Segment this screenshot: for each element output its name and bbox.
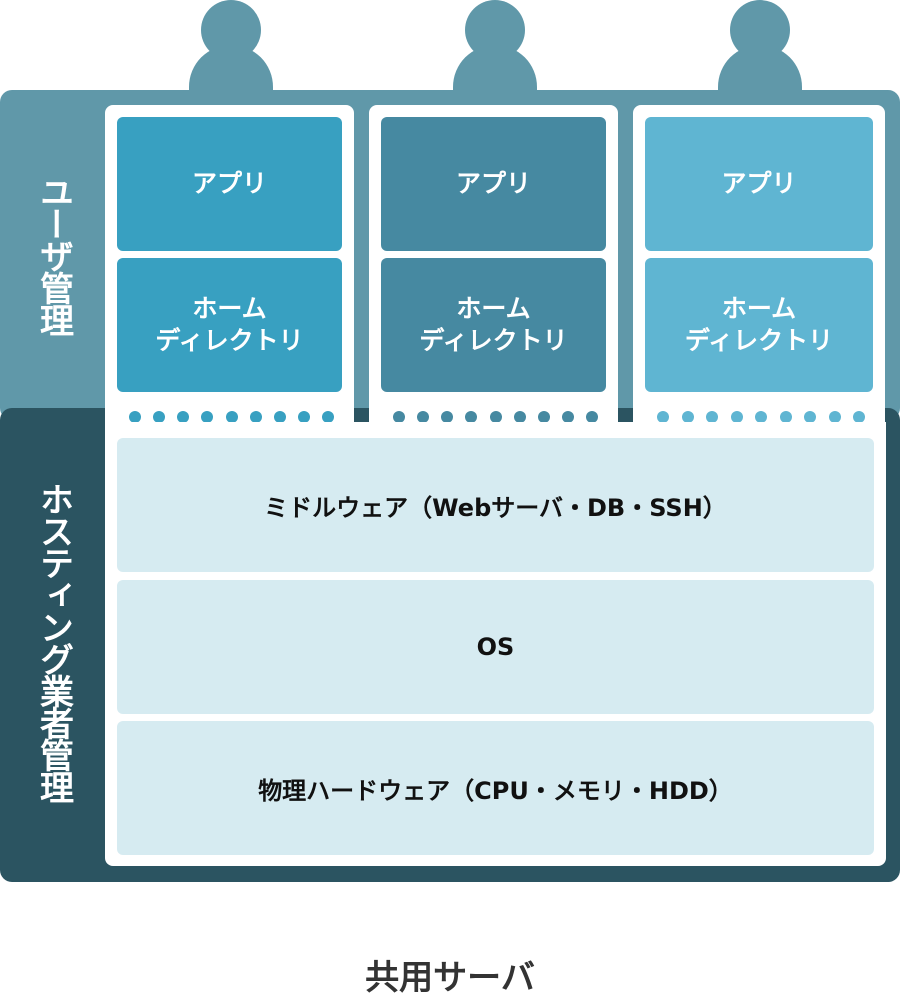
home-directory-box: ホーム ディレクトリ <box>645 258 873 392</box>
app-box: アプリ <box>645 117 873 251</box>
connector-dot <box>561 411 574 423</box>
connector-dot <box>297 411 310 423</box>
user-column-3: アプリ ホーム ディレクトリ <box>633 105 885 425</box>
connector-dot <box>249 411 262 423</box>
connector-dot <box>177 411 190 423</box>
user-body-icon <box>718 45 802 91</box>
home-directory-box: ホーム ディレクトリ <box>381 258 606 392</box>
layer-hardware: 物理ハードウェア（CPU・メモリ・HDD） <box>117 721 874 855</box>
connector-dots <box>129 411 334 423</box>
connector-dot <box>393 411 405 423</box>
connector-dot <box>657 411 669 423</box>
user-management-label: ユーザ管理 <box>33 175 74 335</box>
connector-dot <box>153 411 166 423</box>
connector-dot <box>441 411 454 423</box>
connector-dot <box>489 411 502 423</box>
app-box: アプリ <box>381 117 606 251</box>
connector-dot <box>828 411 841 423</box>
connector-dot <box>730 411 743 423</box>
app-box: アプリ <box>117 117 342 251</box>
hosting-management-label: ホスティング業者管理 <box>33 482 74 802</box>
home-directory-box: ホーム ディレクトリ <box>117 258 342 392</box>
layer-middleware: ミドルウェア（Webサーバ・DB・SSH） <box>117 438 874 572</box>
connector-dot <box>706 411 718 423</box>
connector-dot <box>804 411 816 423</box>
connector-dot <box>513 411 526 423</box>
connector-dot <box>225 411 238 423</box>
diagram-title: 共用サーバ <box>365 958 535 998</box>
user-body-icon <box>452 45 537 91</box>
connector-dot <box>201 411 214 423</box>
connector-dot <box>853 411 865 423</box>
layer-os: OS <box>117 580 874 714</box>
connector-dot <box>273 411 286 423</box>
connector-dot <box>586 411 598 423</box>
connector-dot <box>322 411 334 423</box>
connector-dot <box>465 411 478 423</box>
connector-dots <box>393 411 598 423</box>
user-body-icon <box>188 45 273 91</box>
connector-dot <box>417 411 430 423</box>
connector-dots <box>657 411 865 423</box>
user-column-2: アプリ ホーム ディレクトリ <box>369 105 618 425</box>
user-column-1: アプリ ホーム ディレクトリ <box>105 105 354 425</box>
shared-layers-panel: ミドルウェア（Webサーバ・DB・SSH） OS 物理ハードウェア（CPU・メモ… <box>105 422 886 866</box>
connector-dot <box>755 411 767 423</box>
connector-dot <box>537 411 550 423</box>
connector-dot <box>681 411 694 423</box>
connector-dot <box>129 411 141 423</box>
connector-dot <box>779 411 792 423</box>
